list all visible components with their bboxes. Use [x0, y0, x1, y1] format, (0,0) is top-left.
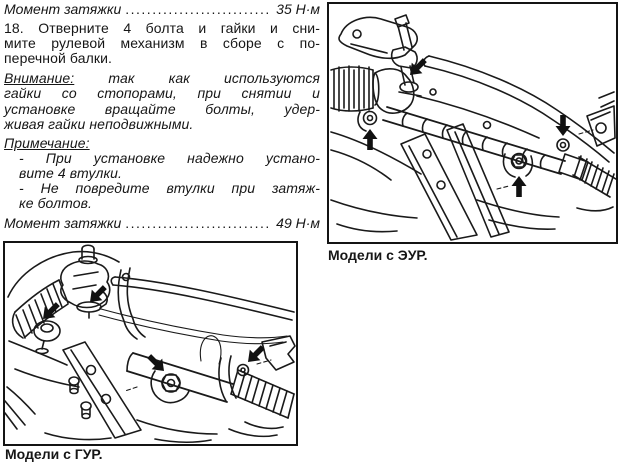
text-line: установке вращайте болты, удер- — [4, 100, 320, 117]
figure-hps — [3, 241, 298, 446]
figure-eps — [327, 2, 618, 244]
text-line: вите 4 втулки. — [19, 164, 123, 181]
torque-label: Момент затяжки — [4, 215, 122, 232]
text-line: ке болтов. — [19, 195, 93, 212]
torque-spec-bottom: Момент затяжки .........................… — [4, 216, 320, 231]
attention-paragraph: Внимание: так как используются гайки со … — [4, 71, 320, 131]
note-bullet-list: - При установке надежно устано- вите 4 в… — [4, 149, 320, 212]
note-heading: Примечание: — [4, 134, 90, 151]
torque-label: Момент затяжки — [4, 1, 122, 17]
dot-leader: ................................... — [125, 2, 272, 17]
dot-leader: ................................... — [125, 216, 272, 232]
torque-value: 49 Н·м — [276, 215, 320, 232]
text-line: гайки со стопорами, при снятии и — [4, 85, 320, 102]
text-line: 18. Отверните 4 болта и гайки и сни- — [4, 20, 320, 37]
attention-heading: Внимание: — [4, 70, 75, 87]
instruction-text-column: Момент затяжки .........................… — [4, 1, 320, 231]
figure-caption-eps: Модели с ЭУР. — [328, 247, 428, 263]
step-18-paragraph: 18. Отверните 4 болта и гайки и сни- мит… — [4, 20, 320, 67]
text-line: перечной балки. — [4, 50, 112, 67]
eps-rack-illustration — [330, 14, 616, 241]
text-line: Внимание: так как используются — [4, 71, 320, 86]
text-line: Примечание: — [4, 134, 320, 151]
figure-caption-hps: Модели с ГУР. — [5, 446, 103, 462]
torque-value: 35 Н·м — [276, 1, 320, 17]
pointer-arrow — [37, 298, 64, 325]
text-line: мите рулевой механизм в сборе с по- — [4, 35, 320, 52]
text-line: живая гайки неподвижными. — [4, 115, 194, 132]
pointer-arrow — [511, 176, 527, 197]
torque-spec-top: Момент затяжки .........................… — [4, 1, 320, 17]
hps-rack-illustration — [5, 244, 296, 443]
attention-heading-rest: так как используются — [108, 70, 320, 87]
pointer-arrow — [362, 129, 378, 150]
text-line: - При установке надежно устано- — [19, 149, 320, 166]
text-line: - Не повредите втулки при затяж- — [19, 180, 320, 197]
note-paragraph: Примечание: - При установке надежно уста… — [4, 134, 320, 212]
